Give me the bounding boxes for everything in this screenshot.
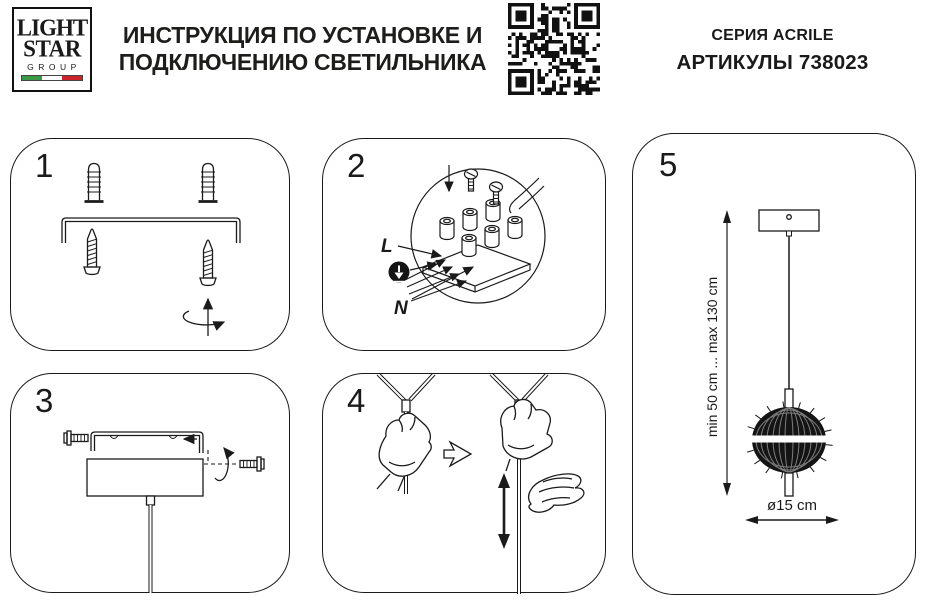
- italian-flag-stripe: [21, 75, 83, 81]
- screw-icon: [239, 456, 265, 472]
- logo-word-group: GROUP: [27, 62, 81, 72]
- step-1-number: 1: [35, 147, 54, 184]
- mounting-bracket-icon: [90, 431, 204, 453]
- screw-icon: [199, 239, 217, 287]
- step-4-drawing: [376, 374, 585, 594]
- step-1-panel: 1: [10, 138, 290, 351]
- title-line-1: ИНСТРУКЦИЯ ПО УСТАНОВКЕ И: [122, 22, 483, 48]
- screw-icon: [83, 228, 101, 276]
- label-neutral: N: [394, 298, 409, 319]
- step-2-panel: 2: [322, 138, 606, 351]
- wall-dowel-icon: [84, 162, 104, 203]
- logo-word-light: LIGHT: [16, 14, 88, 41]
- lightstar-logo: LIGHT STAR GROUP: [12, 7, 92, 92]
- product-info: СЕРИЯ ACRILE АРТИКУЛЫ 738023: [650, 0, 895, 75]
- next-step-arrow-icon: [443, 440, 473, 468]
- screw-icon: [63, 430, 89, 446]
- rotate-arrow-icon: [214, 446, 235, 482]
- flag-green: [22, 76, 42, 80]
- ceiling-canopy: [86, 458, 204, 497]
- step-2-number: 2: [347, 147, 366, 184]
- alignment-dashes: [204, 450, 238, 465]
- page-title: ИНСТРУКЦИЯ ПО УСТАНОВКЕ И ПОДКЛЮЧЕНИЮ СВ…: [95, 22, 510, 76]
- article-number: АРТИКУЛЫ 738023: [676, 51, 869, 74]
- n-leader-line: [411, 266, 475, 300]
- diameter-dimension-arrow: [745, 516, 839, 524]
- ceiling-canopy: [758, 209, 820, 237]
- series-label: СЕРИЯ ACRILE: [711, 27, 834, 44]
- step-3-number: 3: [35, 382, 54, 419]
- step-4-number: 4: [347, 382, 366, 419]
- earth-icon: [388, 261, 410, 283]
- l-leader-line: [397, 245, 443, 259]
- terminal-block: [421, 198, 532, 293]
- lamp-light-slot: [743, 435, 835, 443]
- lamp-wires: [404, 259, 468, 302]
- diameter-label: ø15 cm: [767, 497, 817, 514]
- step-2-drawing: L N: [381, 165, 546, 319]
- pendant-lamp: [743, 388, 835, 497]
- qr-code: [508, 3, 600, 95]
- hand-icon: [500, 398, 553, 472]
- earth-leader-line: [409, 261, 439, 271]
- label-live: L: [381, 236, 393, 257]
- mains-cable: [508, 177, 545, 214]
- wall-dowel-icon: [198, 162, 218, 203]
- step-3-panel: 3: [10, 373, 290, 593]
- flag-white: [42, 76, 62, 80]
- step-4-panel: 4: [322, 373, 606, 594]
- step-5-panel: 5: [632, 133, 916, 595]
- flag-red: [62, 76, 82, 80]
- rotate-arrow-icon: [182, 297, 226, 336]
- logo-word-star: STAR: [23, 35, 81, 62]
- height-dimension-arrow: [723, 210, 731, 496]
- up-down-arrow-icon: [498, 473, 510, 549]
- height-range-label: min 50 cm ... max 130 cm: [704, 277, 720, 437]
- suspension-cord: [145, 495, 156, 593]
- terminal-screw-icon: [463, 168, 504, 205]
- zoom-circle: [410, 168, 546, 304]
- mounting-bracket-icon: [61, 217, 241, 243]
- step-5-drawing: min 50 cm ... max 130 cm ø15 cm: [704, 209, 839, 524]
- hand-icon: [376, 412, 432, 492]
- title-line-2: ПОДКЛЮЧЕНИЮ СВЕТИЛЬНИКА: [118, 49, 487, 75]
- step-3-drawing: [63, 430, 265, 593]
- step-5-number: 5: [659, 146, 678, 183]
- cloth-icon: [528, 473, 585, 513]
- step-1-drawing: [61, 162, 241, 336]
